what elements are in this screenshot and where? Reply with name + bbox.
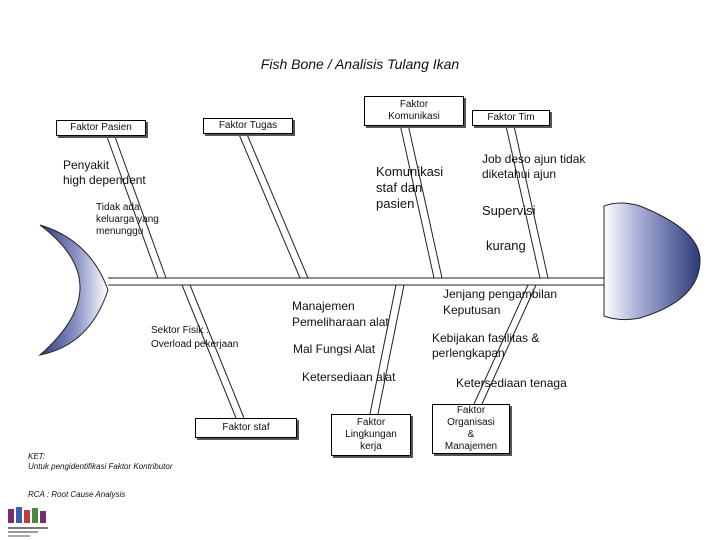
logo-icon [8,507,48,537]
cause-supervisi: Supervisi [482,203,536,218]
cause-ketersediaan-alat: Ketersediaan alat [302,370,396,384]
bone-komunikasi [399,123,443,279]
box-faktor-organisasi: Faktor Organisasi & Manajemen [432,404,510,454]
page-title: Fish Bone / Analisis Tulang Ikan [260,56,460,72]
cause-manajemen-pemeliharaan: Manajemen Pemeliharaan alat [292,299,389,329]
box-faktor-staf: Faktor staf [195,418,297,438]
bone-tim [505,125,549,279]
box-faktor-tim: Faktor Tim [472,110,550,126]
fish-tail [38,224,109,356]
cause-sektor-fisik: Sektor Fisik : Overload pekerjaan [151,325,239,350]
bone-staf [181,284,245,419]
note-ket: KET: [28,452,46,461]
bone-tugas [237,131,309,279]
cause-tidak-ada-keluarga: Tidak ada keluarga yang menunggu [96,202,159,237]
cause-mal-fungsi: Mal Fungsi Alat [293,342,376,356]
fish-head [603,202,701,321]
cause-job-desc: Job deso ajun tidak diketahui ajun [482,152,586,181]
bone-pasien [105,133,167,279]
cause-jenjang-keputusan: Jenjang pengambilan Keputusan [443,287,558,317]
box-faktor-tugas: Faktor Tugas [203,118,293,134]
cause-kurang: kurang [486,238,526,253]
note-ket-description: Untuk pengidentifikasi Faktor Kontributo… [28,462,173,471]
cause-ketersediaan-tenaga: Ketersediaan tenaga [456,376,567,390]
box-faktor-pasien: Faktor Pasien [56,120,146,136]
cause-kebijakan-fasilitas: Kebijakan fasilitas & perlengkapan [432,331,540,360]
cause-penyakit: Penyakit high dependent [63,158,146,187]
cause-komunikasi: Komunikasi staf dan pasien [376,164,444,211]
box-faktor-komunikasi: Faktor Komunikasi [364,96,464,126]
note-rca: RCA : Root Cause Analysis [28,490,126,499]
bone-lingkungan [369,284,405,415]
bone-organisasi [473,284,537,405]
box-faktor-lingkungan: Faktor Lingkungan kerja [331,414,411,456]
